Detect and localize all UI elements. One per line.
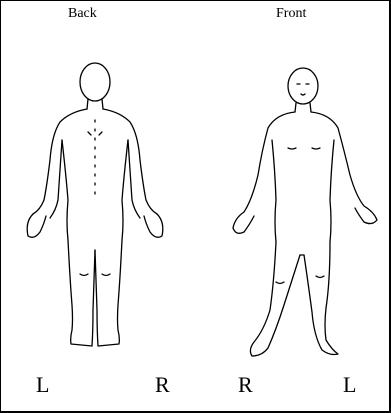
back-left-label: L — [36, 372, 49, 398]
front-left-label: L — [343, 372, 356, 398]
back-right-label: R — [155, 372, 170, 398]
front-right-label: R — [238, 372, 253, 398]
